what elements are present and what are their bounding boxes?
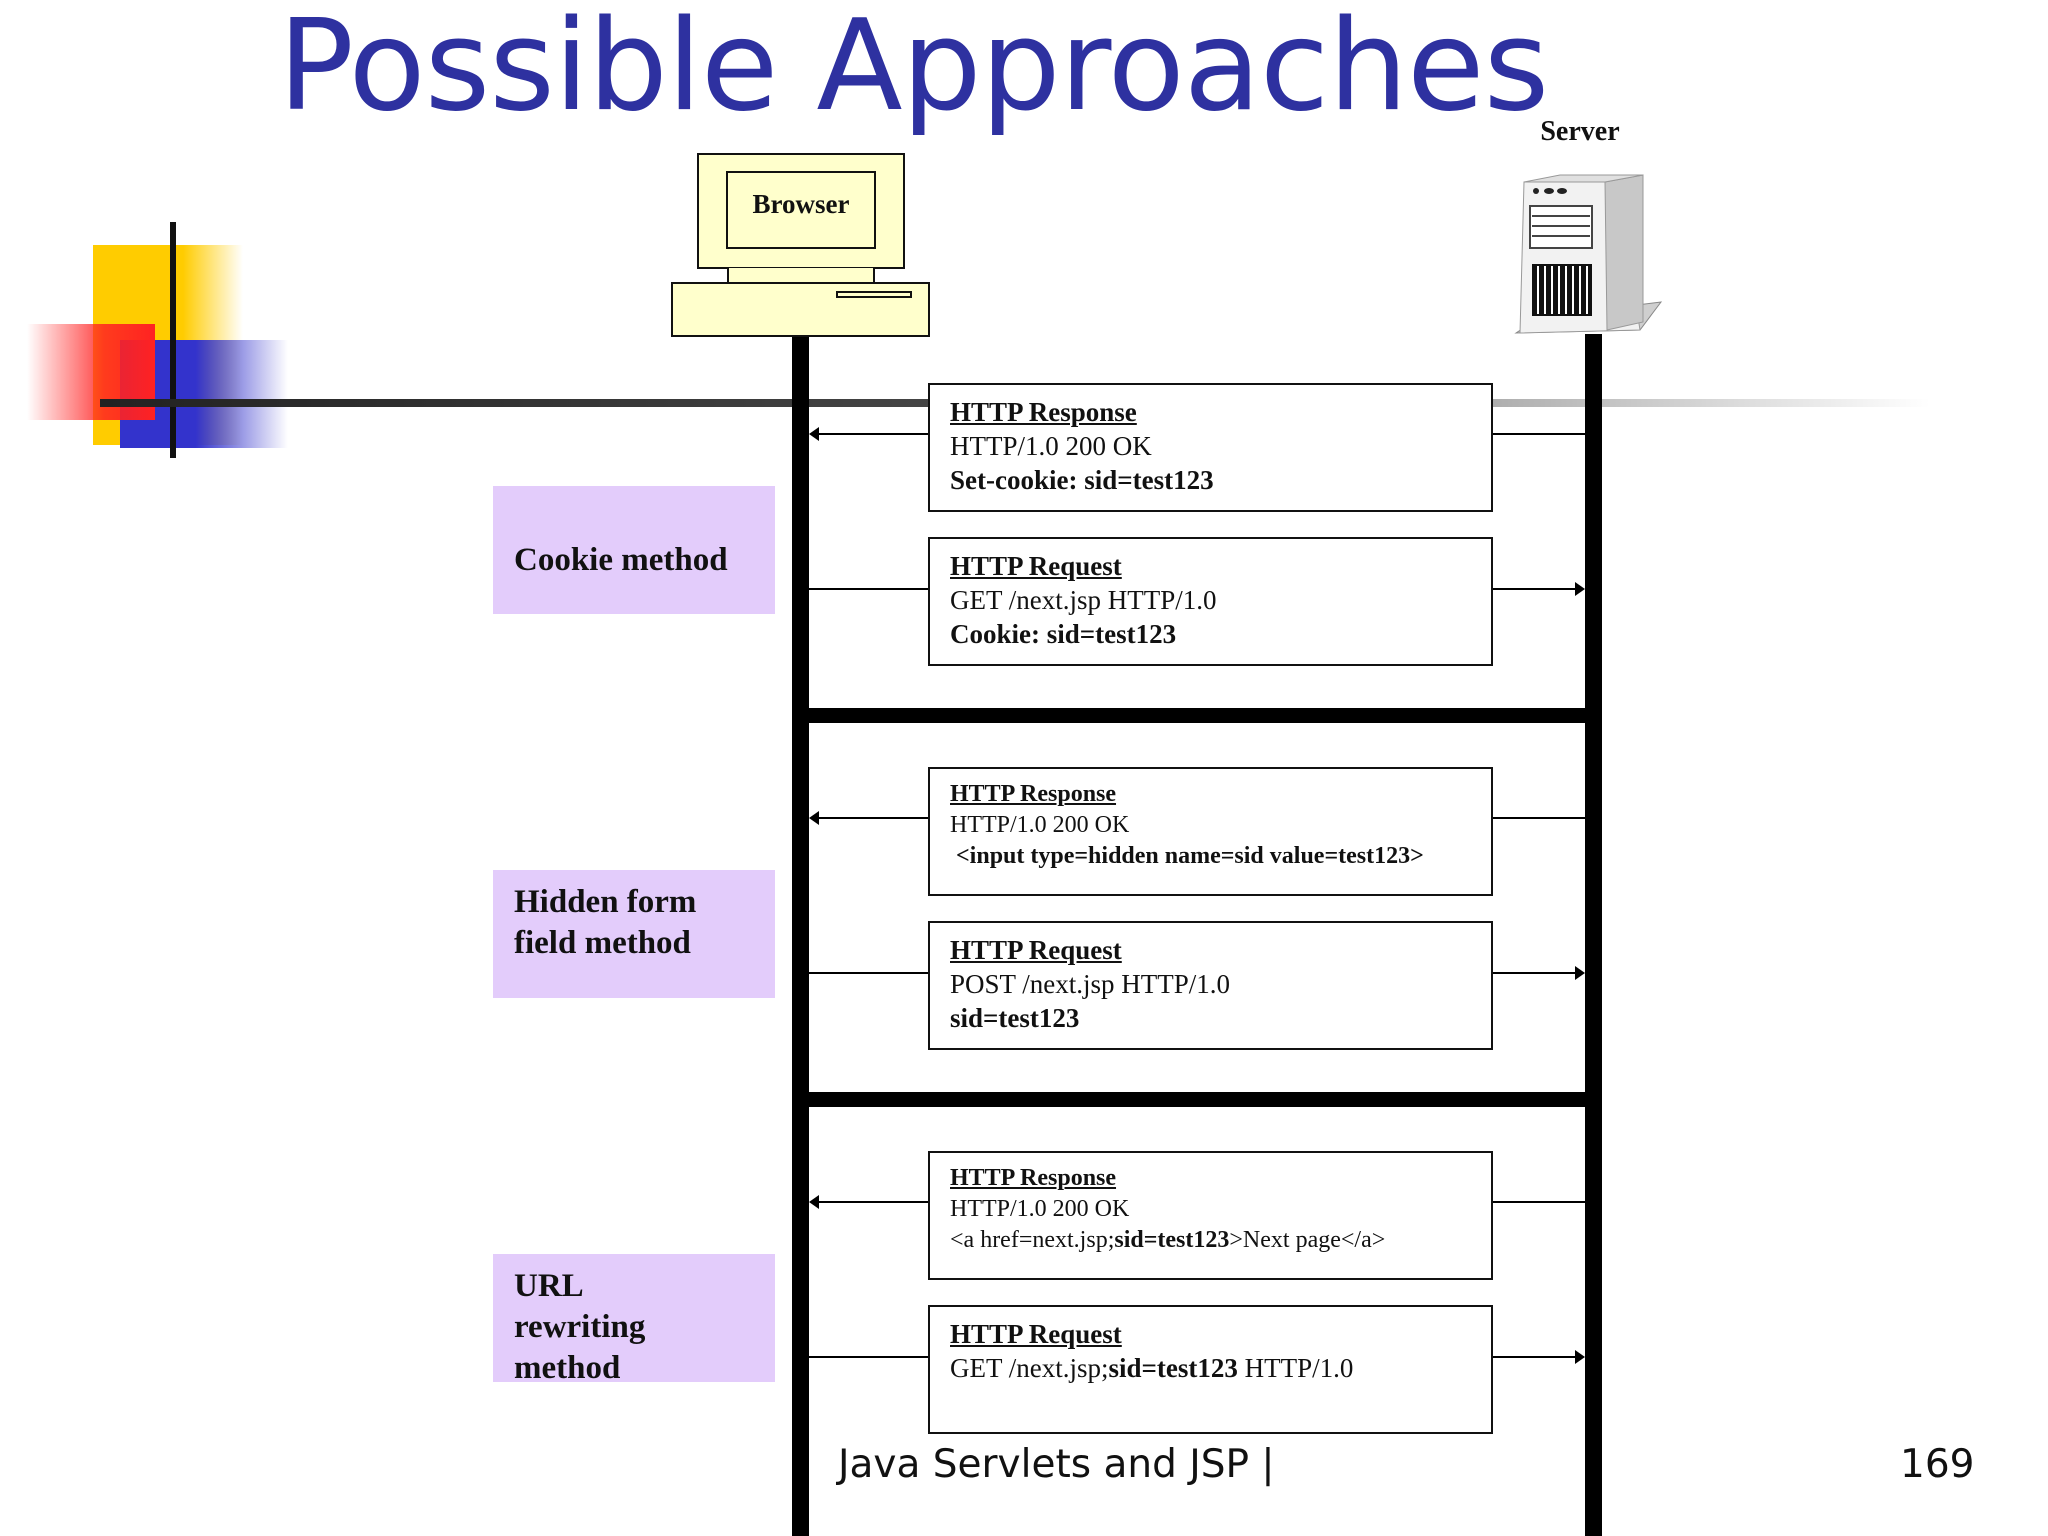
arrowhead [809,1195,819,1209]
status-line: HTTP/1.0 200 OK [950,431,1152,461]
section-divider [792,708,1602,723]
http-response-box: HTTP Response HTTP/1.0 200 OK <a href=ne… [928,1151,1493,1280]
url-prefix: GET /next.jsp; [950,1353,1109,1383]
arrowhead [1575,1350,1585,1364]
drive-slot [836,291,912,298]
server-icon [1514,174,1663,334]
body-line: <input type=hidden name=sid value=test12… [956,843,1424,869]
method-label-hidden-field: Hidden form field method [493,870,775,998]
message-heading: HTTP Request [950,1319,1122,1349]
message-heading: HTTP Response [950,1165,1117,1191]
slide-title: Possible Approaches [278,0,1549,139]
http-request-box: HTTP Request GET /next.jsp;sid=test123 H… [928,1305,1493,1434]
message-heading: HTTP Response [950,397,1137,427]
section-divider [792,1092,1602,1107]
http-request-box: HTTP Request GET /next.jsp HTTP/1.0 Cook… [928,537,1493,666]
page-number: 169 [1900,1442,1975,1487]
arrowhead [809,427,819,441]
request-line: GET /next.jsp HTTP/1.0 [950,585,1217,615]
arrowhead [809,811,819,825]
session-id: sid=test123 [1108,1353,1238,1383]
link-suffix: >Next page</a> [1229,1227,1386,1253]
url-suffix: HTTP/1.0 [1237,1353,1354,1383]
method-label-url-rewriting: URL rewriting method [493,1254,775,1386]
header-line: Set-cookie: sid=test123 [950,465,1214,495]
message-heading: HTTP Request [950,935,1122,965]
browser-lifeline [792,334,809,1536]
message-heading: HTTP Request [950,551,1122,581]
request-line: GET /next.jsp;sid=test123 HTTP/1.0 [950,1351,1491,1385]
footer-text: Java Servlets and JSP | [838,1442,1275,1487]
http-response-box: HTTP Response HTTP/1.0 200 OK Set-cookie… [928,383,1493,512]
server-label: Server [1540,116,1620,147]
message-heading: HTTP Response [950,781,1117,807]
request-line: POST /next.jsp HTTP/1.0 [950,969,1231,999]
http-request-box: HTTP Request POST /next.jsp HTTP/1.0 sid… [928,921,1493,1050]
status-line: HTTP/1.0 200 OK [950,1196,1130,1222]
method-label-cookie: Cookie method [493,486,775,614]
arrowhead [1575,582,1585,596]
arrowhead [1575,966,1585,980]
body-line: sid=test123 [950,1003,1080,1033]
header-line: Cookie: sid=test123 [950,619,1177,649]
http-response-box: HTTP Response HTTP/1.0 200 OK <input typ… [928,767,1493,896]
body-line: <a href=next.jsp;sid=test123>Next page</… [950,1225,1491,1256]
session-id: sid=test123 [1114,1227,1230,1253]
corner-decoration [27,222,288,458]
link-prefix: <a href=next.jsp; [950,1227,1115,1253]
browser-label: Browser [726,171,876,249]
server-lifeline [1585,334,1602,1536]
status-line: HTTP/1.0 200 OK [950,812,1130,838]
